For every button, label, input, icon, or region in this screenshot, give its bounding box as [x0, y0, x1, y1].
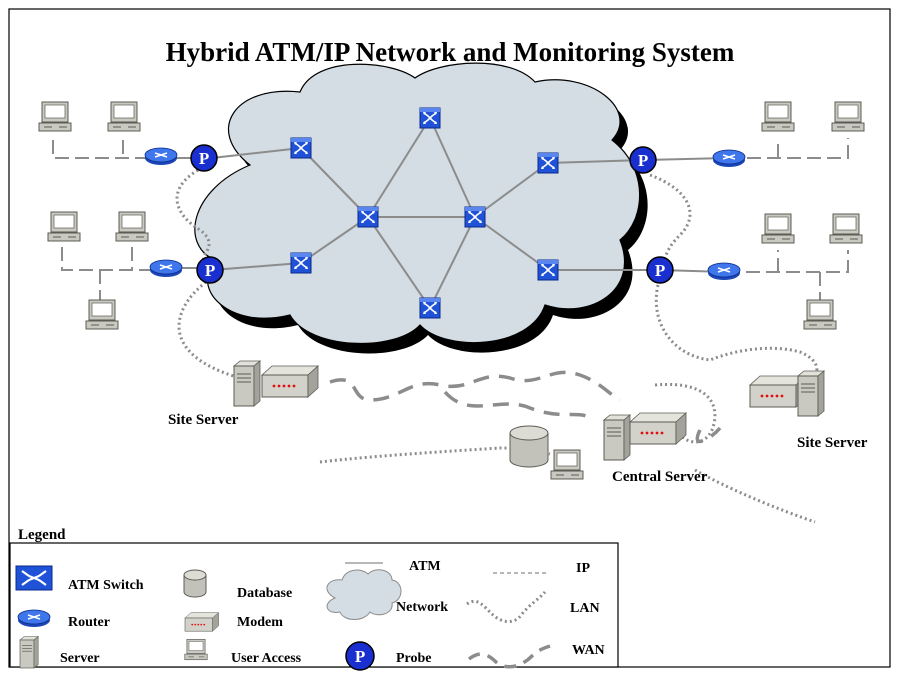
user-access-icon	[761, 101, 795, 132]
left-site-server	[233, 360, 319, 407]
atm-switch-icon	[419, 107, 441, 129]
user-access-icon	[115, 211, 149, 242]
legend-atm-switch-icon	[15, 565, 53, 591]
legend-server-icon	[19, 636, 39, 669]
central-server-label: Central Server	[612, 469, 708, 485]
router-icon	[707, 262, 741, 281]
atm-switch-icon	[419, 297, 441, 319]
user-access-icon	[47, 211, 81, 242]
legend-server-label: Server	[60, 651, 100, 666]
legend-lan-label: LAN	[570, 601, 600, 616]
legend-router-icon	[17, 609, 51, 628]
legend-atm-label: ATM	[409, 559, 441, 574]
central-server	[603, 412, 687, 461]
legend-wan-line	[467, 644, 551, 669]
site-server-label-left: Site Server	[168, 412, 239, 428]
atm-switch-icon	[290, 137, 312, 159]
user-access-icon	[85, 299, 119, 330]
user-access-icon	[761, 213, 795, 244]
atm-switch-icon	[290, 252, 312, 274]
router-icon	[712, 149, 746, 168]
probe-icon	[646, 256, 674, 284]
legend-atm-switch-label: ATM Switch	[68, 578, 144, 593]
modem-icon	[629, 412, 687, 445]
router-icon	[144, 147, 178, 166]
user-access-icon	[831, 101, 865, 132]
atm-links	[211, 117, 728, 309]
legend-router-label: Router	[68, 615, 110, 630]
router-icon	[149, 259, 183, 278]
legend-modem-icon	[184, 612, 219, 632]
user-access-icon	[829, 213, 863, 244]
database-icon	[509, 425, 549, 468]
legend: ATM Switch Router Server Database Modem …	[15, 559, 605, 671]
server-icon	[797, 370, 825, 417]
user-access-icon	[803, 299, 837, 330]
server-icon	[603, 414, 631, 461]
atm-switch-icon	[464, 206, 486, 228]
modem-icon	[261, 365, 319, 398]
wan-link	[329, 370, 722, 444]
diagram-title: Hybrid ATM/IP Network and Monitoring Sys…	[166, 37, 735, 67]
legend-database-label: Database	[237, 586, 292, 601]
probe-icon	[196, 256, 224, 284]
atm-switch-icon	[537, 152, 559, 174]
legend-database-icon	[183, 569, 207, 598]
legend-ip-label: IP	[576, 561, 590, 576]
ip-lan-segments	[52, 138, 849, 302]
legend-wan-label: WAN	[572, 643, 605, 658]
legend-user-access-icon	[184, 639, 208, 661]
right-site-server	[749, 370, 825, 417]
legend-user-access-label: User Access	[231, 651, 302, 666]
legend-network-icon	[326, 569, 402, 620]
probe-icon	[629, 146, 657, 174]
site-server-label-right: Site Server	[797, 435, 868, 451]
legend-lan-line	[466, 590, 547, 623]
legend-title: Legend	[18, 527, 66, 543]
svg-text:P: P	[355, 647, 365, 666]
user-access-icon	[38, 101, 72, 132]
probe-icon	[190, 144, 218, 172]
legend-probe-icon: P	[345, 641, 375, 671]
server-icon	[233, 360, 261, 407]
atm-switch-icon	[537, 259, 559, 281]
legend-network-label: Network	[396, 600, 448, 615]
legend-box	[9, 542, 619, 668]
atm-switch-icon	[357, 206, 379, 228]
legend-modem-label: Modem	[237, 615, 283, 630]
user-access-icon	[550, 449, 584, 480]
user-access-icon	[107, 101, 141, 132]
legend-probe-label: Probe	[396, 651, 432, 666]
